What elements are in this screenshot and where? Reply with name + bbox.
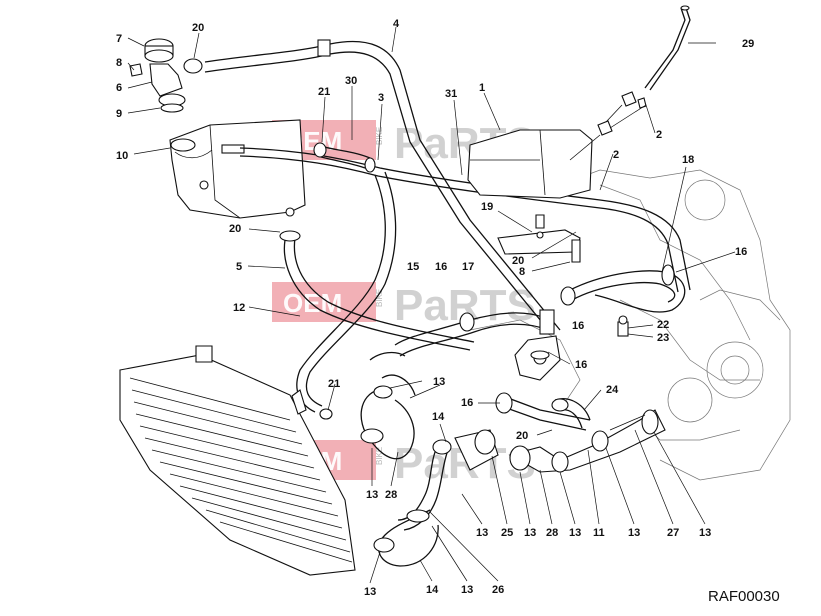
callout-22: 22 [657, 319, 669, 331]
callout-16: 16 [435, 261, 447, 273]
callout-17: 17 [462, 261, 474, 273]
callout-8: 8 [519, 266, 525, 278]
callout-1: 1 [479, 82, 485, 94]
callout-7: 7 [116, 33, 122, 45]
bleed-valves [569, 91, 647, 161]
lower-pipe-11-27 [508, 409, 666, 473]
callout-23: 23 [657, 332, 669, 344]
drawing-code: RAF00030 [708, 588, 780, 605]
filler-cap-assembly [129, 38, 203, 113]
callout-26: 26 [492, 584, 504, 596]
callout-3: 3 [378, 92, 384, 104]
callout-13: 13 [433, 376, 445, 388]
thermostat-housing [467, 129, 593, 199]
hose-24 [551, 398, 591, 429]
callout-5: 5 [236, 261, 242, 273]
callout-20: 20 [512, 255, 524, 267]
hose-18 [560, 264, 686, 313]
callout-16: 16 [572, 320, 584, 332]
callout-21: 21 [318, 86, 330, 98]
callout-12: 12 [233, 302, 245, 314]
svg-text:OEM: OEM [283, 288, 342, 318]
callout-13: 13 [364, 586, 376, 598]
callout-19: 19 [481, 201, 493, 213]
callout-20: 20 [229, 223, 241, 235]
callout-27: 27 [667, 527, 679, 539]
callout-25: 25 [501, 527, 513, 539]
callout-6: 6 [116, 82, 122, 94]
overflow-tube [649, 7, 691, 91]
upper-hose-4 [204, 39, 561, 333]
callout-15: 15 [407, 261, 419, 273]
callout-13: 13 [366, 489, 378, 501]
hose-5 [279, 230, 475, 351]
watermark-middle: OEM PaRTS BIKE [272, 281, 536, 330]
callout-24: 24 [606, 384, 619, 396]
pipe-manifold [495, 335, 591, 431]
svg-text:BIKE: BIKE [375, 289, 384, 307]
callout-14: 14 [432, 411, 445, 423]
callout-13: 13 [699, 527, 711, 539]
callout-14: 14 [426, 584, 439, 596]
expansion-tank [169, 119, 306, 219]
callout-20: 20 [516, 430, 528, 442]
callout-10: 10 [116, 150, 128, 162]
part-callouts: 29 7 20 4 8 6 30 21 31 1 9 3 2 10 2 18 1… [116, 18, 754, 598]
hose-30 [313, 142, 376, 173]
callout-13: 13 [524, 527, 536, 539]
callout-13: 13 [461, 584, 473, 596]
callout-8: 8 [116, 57, 122, 69]
callout-2: 2 [613, 149, 619, 161]
drain-valve [617, 315, 629, 337]
callout-16: 16 [735, 246, 747, 258]
clamp-21-lower [319, 408, 333, 420]
callout-31: 31 [445, 88, 457, 100]
callout-4: 4 [393, 18, 400, 30]
callout-28: 28 [546, 527, 558, 539]
lower-hose-26 [373, 509, 439, 567]
leader-lines [127, 26, 736, 436]
callout-16: 16 [461, 397, 473, 409]
callout-9: 9 [116, 108, 122, 120]
radiator [119, 345, 356, 576]
callout-29: 29 [742, 38, 754, 50]
callout-13: 13 [569, 527, 581, 539]
callout-11: 11 [593, 527, 605, 539]
callout-18: 18 [682, 154, 694, 166]
callout-30: 30 [345, 75, 357, 87]
callout-21: 21 [328, 378, 340, 390]
callout-13: 13 [628, 527, 640, 539]
callout-16: 16 [575, 359, 587, 371]
callout-20: 20 [192, 22, 204, 34]
lower-hose-13-14 [360, 351, 416, 460]
lower-leader-lines [369, 384, 706, 584]
mounting-bracket [497, 214, 581, 263]
hose-15 [394, 309, 555, 357]
engine-block-outline [469, 169, 791, 481]
svg-text:BIKE: BIKE [375, 447, 384, 465]
callout-13: 13 [476, 527, 488, 539]
callout-28: 28 [385, 489, 397, 501]
callout-2: 2 [656, 129, 662, 141]
